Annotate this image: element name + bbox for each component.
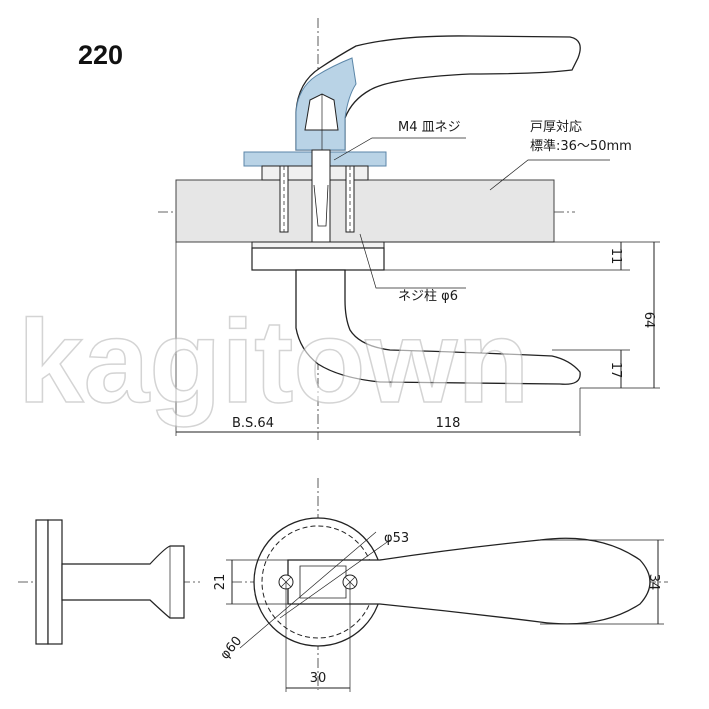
dim-backset: B.S.64	[232, 416, 274, 431]
dim-screw-spacing: 30	[310, 671, 327, 686]
watermark: kagitown	[18, 296, 529, 428]
door-leader	[489, 159, 610, 191]
dim-leader-phi60	[239, 531, 377, 649]
dim-lever-thickness: 17	[608, 362, 623, 379]
section-view: M4 皿ネジ ネジ柱 φ6 戸厚対応 標準:36〜50mm 11 64 17 B…	[158, 18, 660, 440]
spindle-spring	[313, 184, 329, 227]
screw-label: M4 皿ネジ	[398, 120, 461, 135]
dim-spindle-height: 21	[213, 574, 228, 591]
model-number: 220	[78, 40, 124, 70]
dim-rose-height: 11	[608, 248, 623, 265]
lever-spindle-insert	[304, 93, 339, 131]
profile-rose-outer	[35, 519, 49, 645]
side-profile-view	[18, 519, 200, 645]
bottom-lever-body	[295, 269, 581, 385]
post-leader	[359, 233, 466, 289]
back-rose	[251, 247, 385, 271]
door-thickness-value: 標準:36〜50mm	[530, 138, 632, 154]
door-thickness-label: 戸厚対応	[530, 120, 582, 135]
dim-leader-phi53	[279, 539, 391, 619]
door-panel	[175, 179, 555, 243]
screw-leader	[333, 137, 466, 161]
front-lever-neck	[299, 565, 347, 599]
dim-lever-width: 34	[646, 574, 661, 591]
dim-lever-height: 64	[641, 312, 656, 329]
dim-outer-circle: φ60	[218, 634, 246, 663]
square-spindle	[311, 149, 331, 243]
top-lever-body	[295, 35, 581, 151]
front-view: φ53 φ60 21 30 34	[213, 478, 668, 692]
profile-lever-neck	[61, 545, 185, 619]
post-label: ネジ柱 φ6	[398, 289, 458, 304]
front-lever	[287, 537, 651, 625]
dim-inner-circle: φ53	[384, 531, 409, 546]
dim-lever-length: 118	[436, 416, 461, 431]
profile-rose-inner	[47, 519, 63, 645]
